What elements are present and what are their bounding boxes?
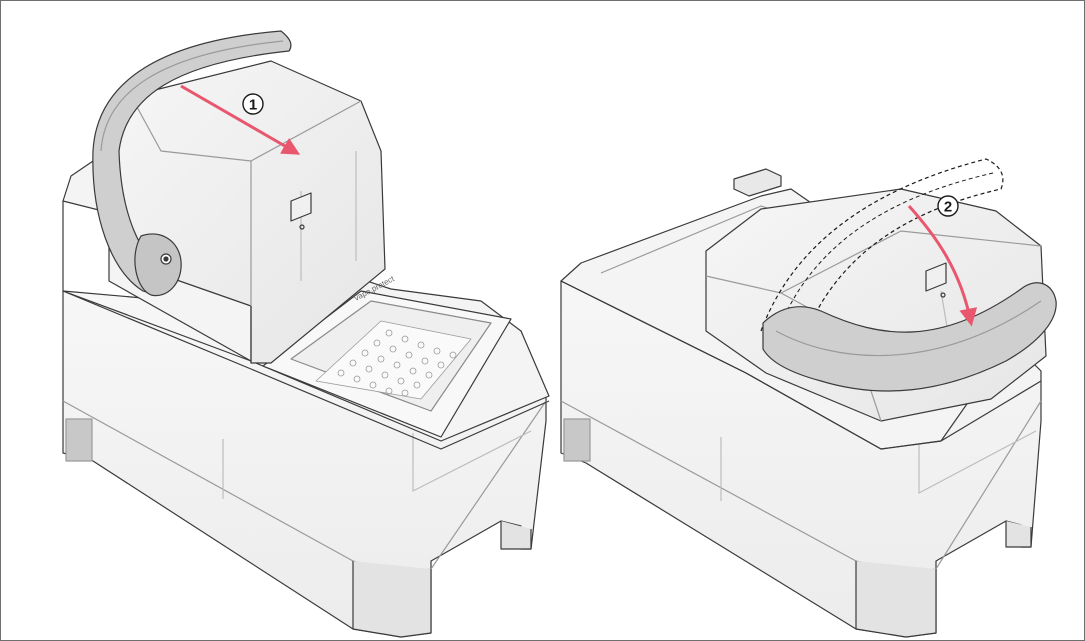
device-left-display <box>290 192 312 222</box>
device-left-vent <box>65 418 93 462</box>
arrow-step-1: 1 <box>180 84 301 155</box>
device-left-hinge <box>134 233 182 297</box>
device-left-handle <box>92 30 292 294</box>
handle-previous-position <box>760 158 1004 347</box>
device-right-rear-latch <box>733 168 782 197</box>
device-right <box>560 158 1057 638</box>
arrow-step-2: 2 <box>907 195 978 327</box>
pcr-plate <box>315 320 472 400</box>
device-right-foot <box>855 561 937 638</box>
device-right-handle <box>762 282 1057 392</box>
step-1-label: 1 <box>249 97 257 114</box>
step-1-badge <box>242 93 264 115</box>
step-2-badge <box>937 195 959 217</box>
device-left: vapo.protect <box>62 30 550 638</box>
device-right-display <box>925 262 947 292</box>
device-right-vent <box>563 418 591 462</box>
step-2-label: 2 <box>944 199 952 216</box>
device-left-foot <box>352 561 432 638</box>
